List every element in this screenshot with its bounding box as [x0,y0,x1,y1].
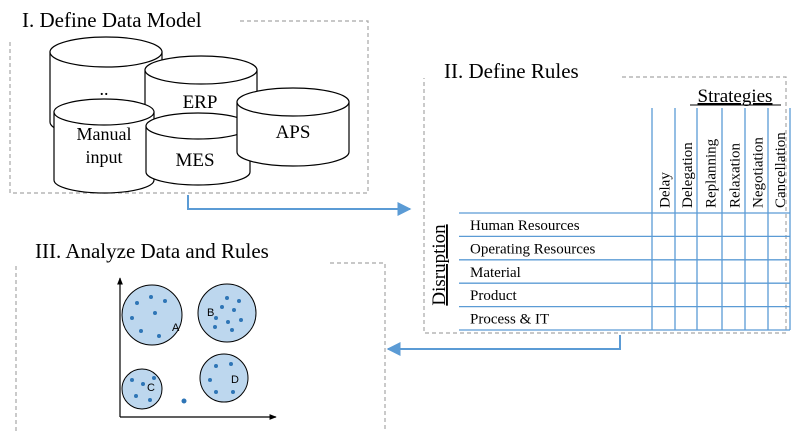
disruption-row-label: Product [470,288,517,304]
disruption-row-label: Human Resources [470,218,580,234]
panel-define-rules: II. Define Rules Strategies Delay Delegat… [423,59,791,334]
point [237,299,241,303]
panel3-title: III. Analyze Data and Rules [35,239,269,263]
strategy-header: Replanning [704,138,720,208]
cluster-c-label: C [147,382,155,394]
cluster-b: B [197,283,257,343]
cluster-d-label: D [231,374,239,386]
strategy-header: Relaxation [728,143,744,208]
cylinder-mes: MES [145,112,251,186]
panel3-frame [15,262,386,431]
cylinder-dots-label: .. [100,79,109,99]
cylinder-manual-input: Manual input [53,98,155,194]
point [149,295,153,299]
point [214,364,218,368]
panel1-title: I. Define Data Model [22,8,202,32]
point [208,378,212,382]
panel-define-data-model: I. Define Data Model .. ERP Manual input… [9,8,369,194]
disruption-heading: Disruption [429,224,450,306]
panel2-title: II. Define Rules [444,59,579,83]
cluster-a: A [121,284,183,346]
point [148,398,152,402]
point [139,329,143,333]
point [214,390,218,394]
point [153,311,157,315]
strategy-header: Delay [658,172,674,208]
point [141,382,145,386]
panel2-frame [423,76,787,334]
cylinder-erp-label: ERP [183,92,218,113]
point [230,328,234,332]
cylinder-aps: APS [236,87,350,167]
point [214,316,218,320]
disruption-row-label: Process & IT [470,312,549,328]
arrow-model-to-rules [187,195,412,216]
point [220,305,224,309]
point [130,378,134,382]
point [130,316,134,320]
cylinder-mes-label: MES [175,150,214,171]
point [134,394,138,398]
disruption-row-label: Material [470,265,521,281]
cylinder-manual-label-line2: input [85,147,122,167]
point [157,334,161,338]
cluster-d: D [199,353,249,403]
cluster-c: C [121,368,163,410]
point [152,376,156,380]
point [213,325,217,329]
strategies-heading: Strategies [698,86,773,107]
point [226,320,230,324]
outlier-point [181,398,187,404]
point [239,318,243,322]
strategy-header: Delegation [680,142,696,208]
arrow-rules-to-analyze [386,335,621,356]
cluster-a-label: A [172,322,180,334]
cluster-b-label: B [207,307,214,319]
point [232,308,236,312]
strategy-header: Cancellation [773,132,789,208]
rules-grid: Delay Delegation Replanning Relaxation Negot… [459,108,791,331]
strategy-header: Negotiation [751,137,767,208]
cylinder-manual-label-line1: Manual [77,124,132,144]
cluster-points [130,295,243,404]
panel1-frame [9,20,369,194]
point [225,296,229,300]
point [135,301,139,305]
disruption-row-label: Operating Resources [470,241,596,257]
point [229,362,233,366]
cylinder-aps-label: APS [276,122,311,143]
panel-analyze: III. Analyze Data and Rules A B C D [15,239,386,431]
point [231,390,235,394]
point [163,299,167,303]
